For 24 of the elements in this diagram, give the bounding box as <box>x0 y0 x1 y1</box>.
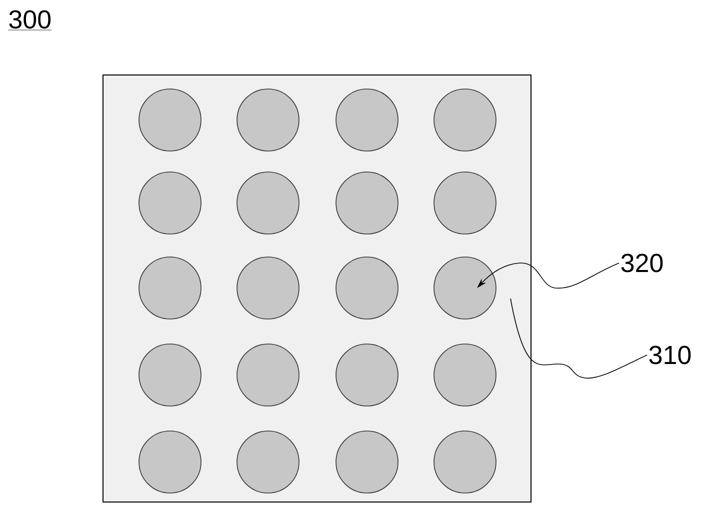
dotted-circle <box>138 344 202 406</box>
leader-line <box>510 298 648 379</box>
dotted-circle <box>236 256 300 320</box>
dotted-circle <box>138 256 202 320</box>
dotted-circle <box>236 430 300 494</box>
dotted-circle <box>138 88 202 152</box>
callout-number: 320 <box>621 254 663 272</box>
dotted-circle <box>434 88 496 152</box>
dotted-circle <box>236 172 300 234</box>
dotted-circle <box>236 88 300 152</box>
dotted-circle <box>434 172 496 234</box>
dotted-circle <box>336 344 398 406</box>
dotted-circle <box>138 430 202 494</box>
dotted-circle <box>434 256 496 320</box>
dotted-circle <box>336 256 398 320</box>
figure-number: 300 <box>8 10 52 30</box>
dotted-circle <box>138 172 202 234</box>
dotted-circle <box>236 344 300 406</box>
callout-number: 310 <box>649 346 691 364</box>
dotted-circle <box>336 88 398 152</box>
dotted-circle <box>434 344 496 406</box>
dotted-circle <box>434 430 496 494</box>
dotted-circle <box>336 172 398 234</box>
dotted-circle <box>336 430 398 494</box>
